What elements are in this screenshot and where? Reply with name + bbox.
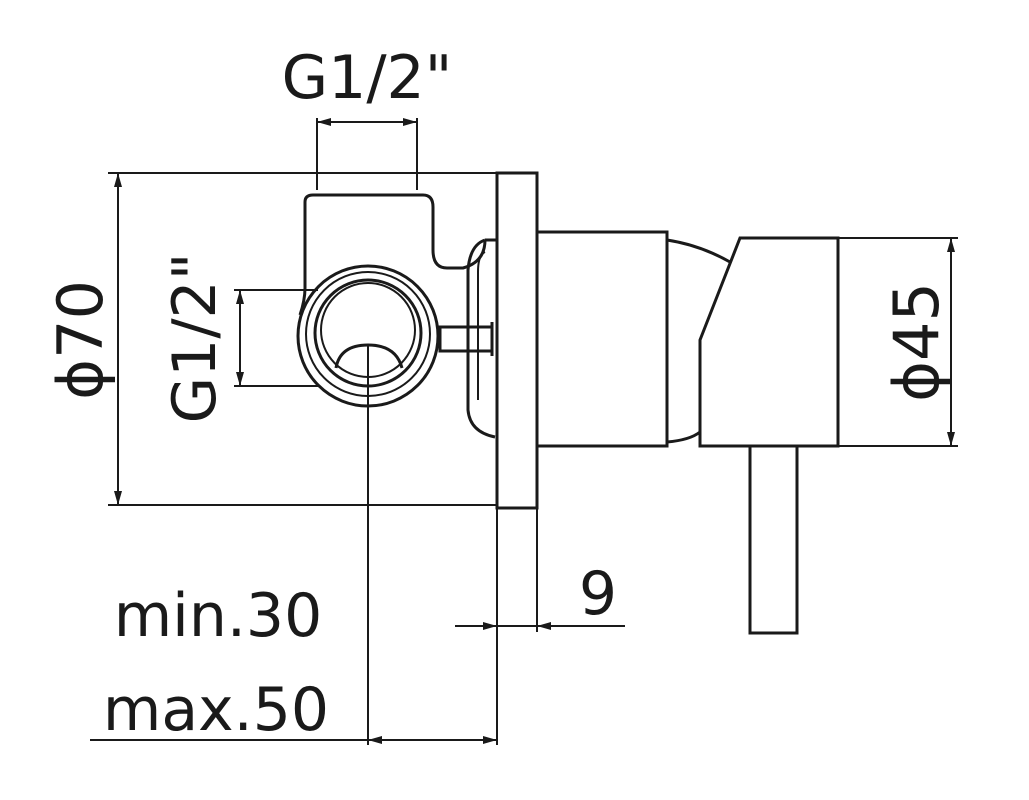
- handle-lever: [748, 444, 799, 635]
- label-handle-diameter: ϕ45: [880, 282, 953, 402]
- dim-side-thread: [234, 289, 318, 387]
- dim-plate-thickness: [455, 508, 625, 745]
- dim-handle-diameter: [838, 237, 958, 447]
- label-top-thread: G1/2": [282, 43, 453, 113]
- valve-body: [298, 193, 497, 439]
- handle-head: [698, 236, 840, 448]
- cartridge-body: [535, 230, 731, 448]
- label-depth-max: max.50: [103, 675, 329, 745]
- label-plate-thickness: 9: [579, 559, 617, 629]
- dim-body-diameter: [108, 172, 497, 506]
- dim-top-thread: [316, 118, 418, 190]
- label-depth-min: min.30: [114, 581, 323, 651]
- wall-plate: [495, 171, 539, 510]
- label-side-thread: G1/2": [160, 253, 230, 424]
- dim-install-depth: [90, 345, 497, 745]
- label-body-diameter: ϕ70: [44, 280, 117, 400]
